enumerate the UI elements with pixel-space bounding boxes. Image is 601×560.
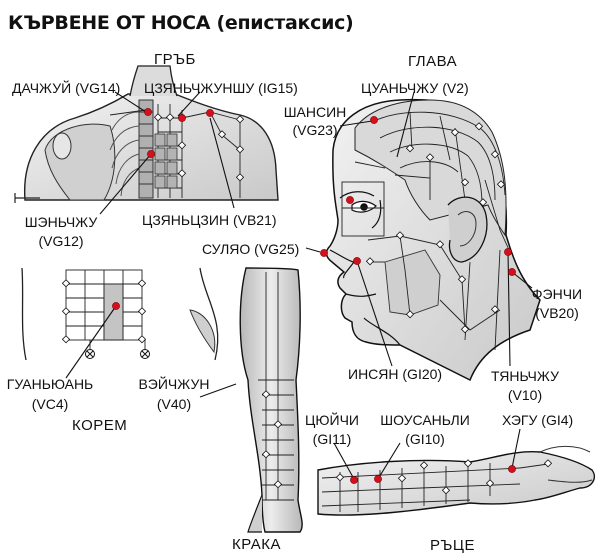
acupoint-gi10 (374, 475, 382, 483)
label-vg12-code: (VG12) (38, 233, 84, 249)
label-gi10-code: (GI10) (405, 431, 445, 447)
label-v10-name: ТЯНЬЧЖУ (490, 368, 560, 384)
acupoint-vg14 (144, 108, 152, 116)
arm-figure (317, 445, 596, 516)
section-label-abdomen: КОРЕМ (72, 417, 128, 434)
back-neck (129, 65, 178, 97)
back-hex-grid (154, 133, 178, 189)
label-v40-code: (V40) (156, 396, 192, 412)
head-point-markers (365, 122, 506, 334)
label-vg25: СУЛЯО (VG25) (202, 241, 300, 257)
acupoint-v2 (346, 196, 354, 204)
left-scapula (44, 123, 116, 201)
label-v2: ЦУАНЬЧЖУ (V2) (361, 80, 469, 96)
section-label-hands: РЪЦЕ (430, 537, 475, 554)
label-vc4-code: (VC4) (31, 396, 69, 412)
navel-markers (85, 349, 150, 359)
back-figure (14, 65, 279, 203)
acupoint-v10 (508, 268, 516, 276)
conception-vessel-band (103, 283, 124, 341)
leg-point-markers (261, 390, 283, 489)
acupoint-gi4 (508, 465, 516, 473)
label-vc4-name: ГУАНЬЮАНЬ (6, 376, 94, 392)
label-v10-code: (V10) (507, 387, 543, 403)
acupoint-gi20 (353, 257, 361, 265)
label-vb20-code: (VB20) (535, 305, 579, 321)
label-vg14: ДАЧЖУЙ (VG14) (12, 80, 121, 96)
label-v40-name: ВЭЙЧЖУН (138, 376, 210, 392)
leg-shape (239, 267, 303, 533)
ear (447, 196, 488, 263)
label-ig15: ЦЗЯНЬЧЖУНШУ (IG15) (144, 80, 298, 96)
label-gi20: ИНСЯН (GI20) (348, 366, 443, 382)
acupoint-vb21 (206, 109, 214, 117)
acupoint-gi11 (350, 476, 358, 484)
label-gi11-name: ЦЮЙЧИ (305, 412, 359, 428)
acupoint-ig15 (178, 114, 186, 122)
section-label-head: ГЛАВА (408, 53, 458, 70)
head-figure (325, 98, 541, 382)
label-vg23-code: (VG23) (292, 122, 338, 138)
label-vg12-name: ШЭНЬЧЖУ (24, 214, 98, 230)
acupoint-vb20 (504, 248, 512, 256)
face-features (329, 191, 401, 346)
acupoints (112, 108, 516, 484)
spine (138, 99, 154, 199)
label-gi4: ХЭГУ (GI4) (502, 412, 574, 428)
abdomen-figure (13, 262, 219, 362)
label-vb21: ЦЗЯНЬЦЗИН (VB21) (142, 212, 277, 228)
section-label-back: ГРЪБ (154, 51, 196, 68)
ribs (109, 111, 140, 197)
label-gi11-code: (GI11) (312, 431, 352, 447)
label-vb20-name: ФЭНЧИ (531, 286, 583, 302)
leg-grid (258, 272, 294, 501)
abdomen-point-markers (61, 279, 147, 344)
arm-point-markers (335, 459, 553, 495)
acupoint-vc4 (112, 302, 120, 310)
label-vg23-name: ШАНСИН (283, 104, 347, 120)
acupoint-vg12 (147, 150, 155, 158)
leg-figure (239, 267, 303, 533)
label-gi10-name: ШОУСАНЬЛИ (380, 412, 470, 428)
forearm-shape (317, 450, 596, 516)
page-title: КЪРВЕНЕ ОТ НОСА (епистаксис) (8, 12, 354, 34)
section-label-legs: КРАКА (232, 536, 281, 553)
acupoint-vg25 (320, 249, 328, 257)
acupoint-vg23 (370, 116, 378, 124)
